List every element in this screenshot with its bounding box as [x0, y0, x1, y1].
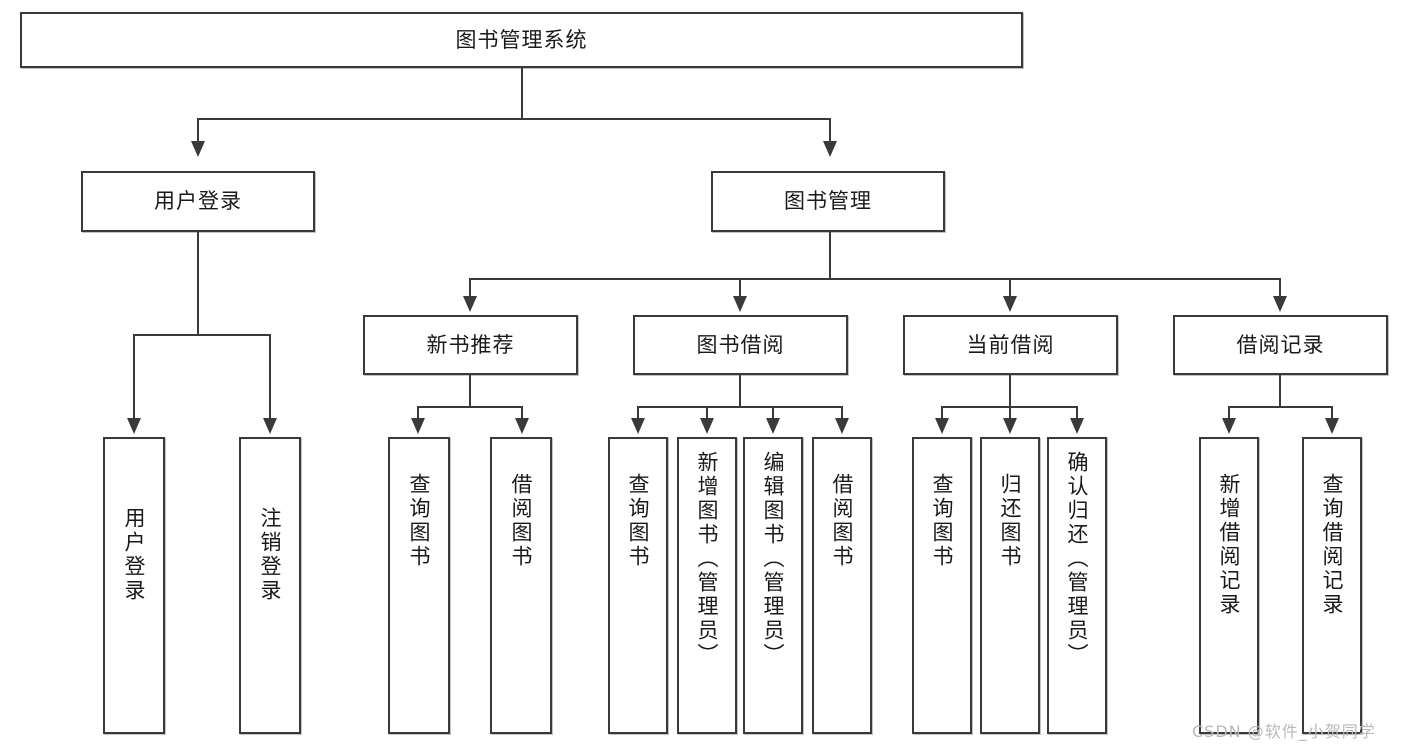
arrowhead-leaf-book-borrow-2	[700, 418, 714, 434]
arrowhead-to-book-management	[823, 141, 837, 157]
connector-user-login-drop-2	[269, 334, 271, 420]
connector-current-borrow-stem	[1009, 375, 1011, 408]
node-label: 查询图书	[626, 473, 651, 569]
connector-new-book-drop-1	[417, 406, 419, 420]
node-label: 用户登录	[154, 189, 242, 214]
node-label: 新增图书（管理员）	[695, 451, 720, 667]
connector-current-borrow-drop-3	[1076, 406, 1078, 420]
node-label: 归还图书	[998, 473, 1023, 569]
node-label: 图书管理	[784, 189, 872, 214]
arrowhead-leaf-book-borrow-3	[766, 418, 780, 434]
arrowhead-to-book-borrow	[733, 296, 747, 312]
node-book-borrow[interactable]: 图书借阅	[633, 315, 848, 375]
leaf-book-borrow-query-books[interactable]: 查询图书	[608, 437, 668, 734]
leaf-current-borrow-confirm-return-admin[interactable]: 确认归还（管理员）	[1047, 437, 1107, 734]
leaf-new-book-query-books[interactable]: 查询图书	[388, 437, 450, 734]
arrowhead-leaf-current-borrow-2	[1003, 418, 1017, 434]
leaf-current-borrow-return-books[interactable]: 归还图书	[980, 437, 1040, 734]
node-user-login[interactable]: 用户登录	[81, 171, 315, 232]
node-label: 图书借阅	[696, 332, 785, 357]
leaf-user-login-login[interactable]: 用户登录	[103, 437, 165, 734]
node-new-book-recommend[interactable]: 新书推荐	[363, 315, 578, 375]
connector-borrow-record-bus	[1228, 406, 1331, 408]
connector-book-borrow-drop-2	[706, 406, 708, 420]
arrowhead-leaf-user-login-1	[127, 418, 141, 434]
arrowhead-leaf-borrow-record-1	[1222, 418, 1236, 434]
node-current-borrow[interactable]: 当前借阅	[903, 315, 1118, 375]
node-borrow-record[interactable]: 借阅记录	[1173, 315, 1388, 375]
connector-book-management-stem	[829, 232, 831, 280]
watermark: CSDN @软件_小贺同学	[1192, 722, 1376, 741]
connector-level3-drop-3	[1009, 278, 1011, 298]
connector-new-book-bus	[417, 406, 521, 408]
node-label: 借阅图书	[830, 473, 855, 569]
connector-borrow-record-drop-1	[1228, 406, 1230, 420]
connector-level2-drop-left	[197, 118, 199, 143]
node-label: 用户登录	[122, 507, 147, 603]
arrowhead-leaf-user-login-2	[263, 418, 277, 434]
arrowhead-to-new-book-recommend	[463, 296, 477, 312]
connector-level3-bus	[469, 278, 1281, 280]
connector-current-borrow-drop-2	[1009, 406, 1011, 420]
connector-borrow-record-stem	[1279, 375, 1281, 408]
connector-level3-drop-1	[469, 278, 471, 298]
node-label: 注销登录	[258, 507, 283, 603]
node-label: 借阅记录	[1236, 332, 1325, 357]
node-label: 新增借阅记录	[1217, 473, 1242, 617]
arrowhead-to-user-login	[191, 141, 205, 157]
node-label: 确认归还（管理员）	[1065, 451, 1090, 667]
connector-new-book-stem	[469, 375, 471, 408]
node-label: 查询图书	[930, 473, 955, 569]
connector-book-borrow-stem	[739, 375, 741, 408]
node-label: 查询图书	[407, 473, 432, 569]
connector-borrow-record-drop-2	[1331, 406, 1333, 420]
connector-new-book-drop-2	[521, 406, 523, 420]
leaf-current-borrow-query-books[interactable]: 查询图书	[912, 437, 972, 734]
connector-user-login-stem	[197, 232, 199, 336]
connector-current-borrow-drop-1	[941, 406, 943, 420]
connector-level2-drop-right	[829, 118, 831, 143]
connector-book-borrow-drop-1	[637, 406, 639, 420]
arrowhead-to-current-borrow	[1003, 296, 1017, 312]
arrowhead-leaf-new-book-1	[411, 418, 425, 434]
connector-level3-drop-2	[739, 278, 741, 298]
leaf-borrow-record-add-record[interactable]: 新增借阅记录	[1199, 437, 1259, 734]
node-label: 查询借阅记录	[1320, 473, 1345, 617]
connector-root-stem	[521, 68, 523, 120]
arrowhead-leaf-current-borrow-3	[1070, 418, 1084, 434]
connector-user-login-bus	[133, 334, 269, 336]
node-label: 图书管理系统	[455, 27, 588, 52]
connector-book-borrow-drop-4	[841, 406, 843, 420]
arrowhead-leaf-book-borrow-1	[631, 418, 645, 434]
node-label: 编辑图书（管理员）	[761, 451, 786, 667]
node-root-book-management-system[interactable]: 图书管理系统	[20, 12, 1023, 68]
node-label: 新书推荐	[426, 332, 515, 357]
leaf-book-borrow-add-book-admin[interactable]: 新增图书（管理员）	[677, 437, 737, 734]
leaf-borrow-record-query-record[interactable]: 查询借阅记录	[1302, 437, 1362, 734]
connector-book-borrow-bus	[637, 406, 843, 408]
connector-user-login-drop-1	[133, 334, 135, 420]
leaf-new-book-borrow-books[interactable]: 借阅图书	[490, 437, 552, 734]
node-label: 当前借阅	[966, 332, 1055, 357]
leaf-user-login-logout[interactable]: 注销登录	[239, 437, 301, 734]
arrowhead-leaf-current-borrow-1	[935, 418, 949, 434]
leaf-book-borrow-borrow-books[interactable]: 借阅图书	[812, 437, 872, 734]
leaf-book-borrow-edit-book-admin[interactable]: 编辑图书（管理员）	[743, 437, 803, 734]
arrowhead-leaf-new-book-2	[515, 418, 529, 434]
arrowhead-to-borrow-record	[1273, 296, 1287, 312]
connector-level2-bus	[197, 118, 831, 120]
connector-level3-drop-4	[1279, 278, 1281, 298]
connector-book-borrow-drop-3	[772, 406, 774, 420]
arrowhead-leaf-book-borrow-4	[835, 418, 849, 434]
node-book-management[interactable]: 图书管理	[711, 171, 945, 232]
node-label: 借阅图书	[509, 473, 534, 569]
arrowhead-leaf-borrow-record-2	[1325, 418, 1339, 434]
